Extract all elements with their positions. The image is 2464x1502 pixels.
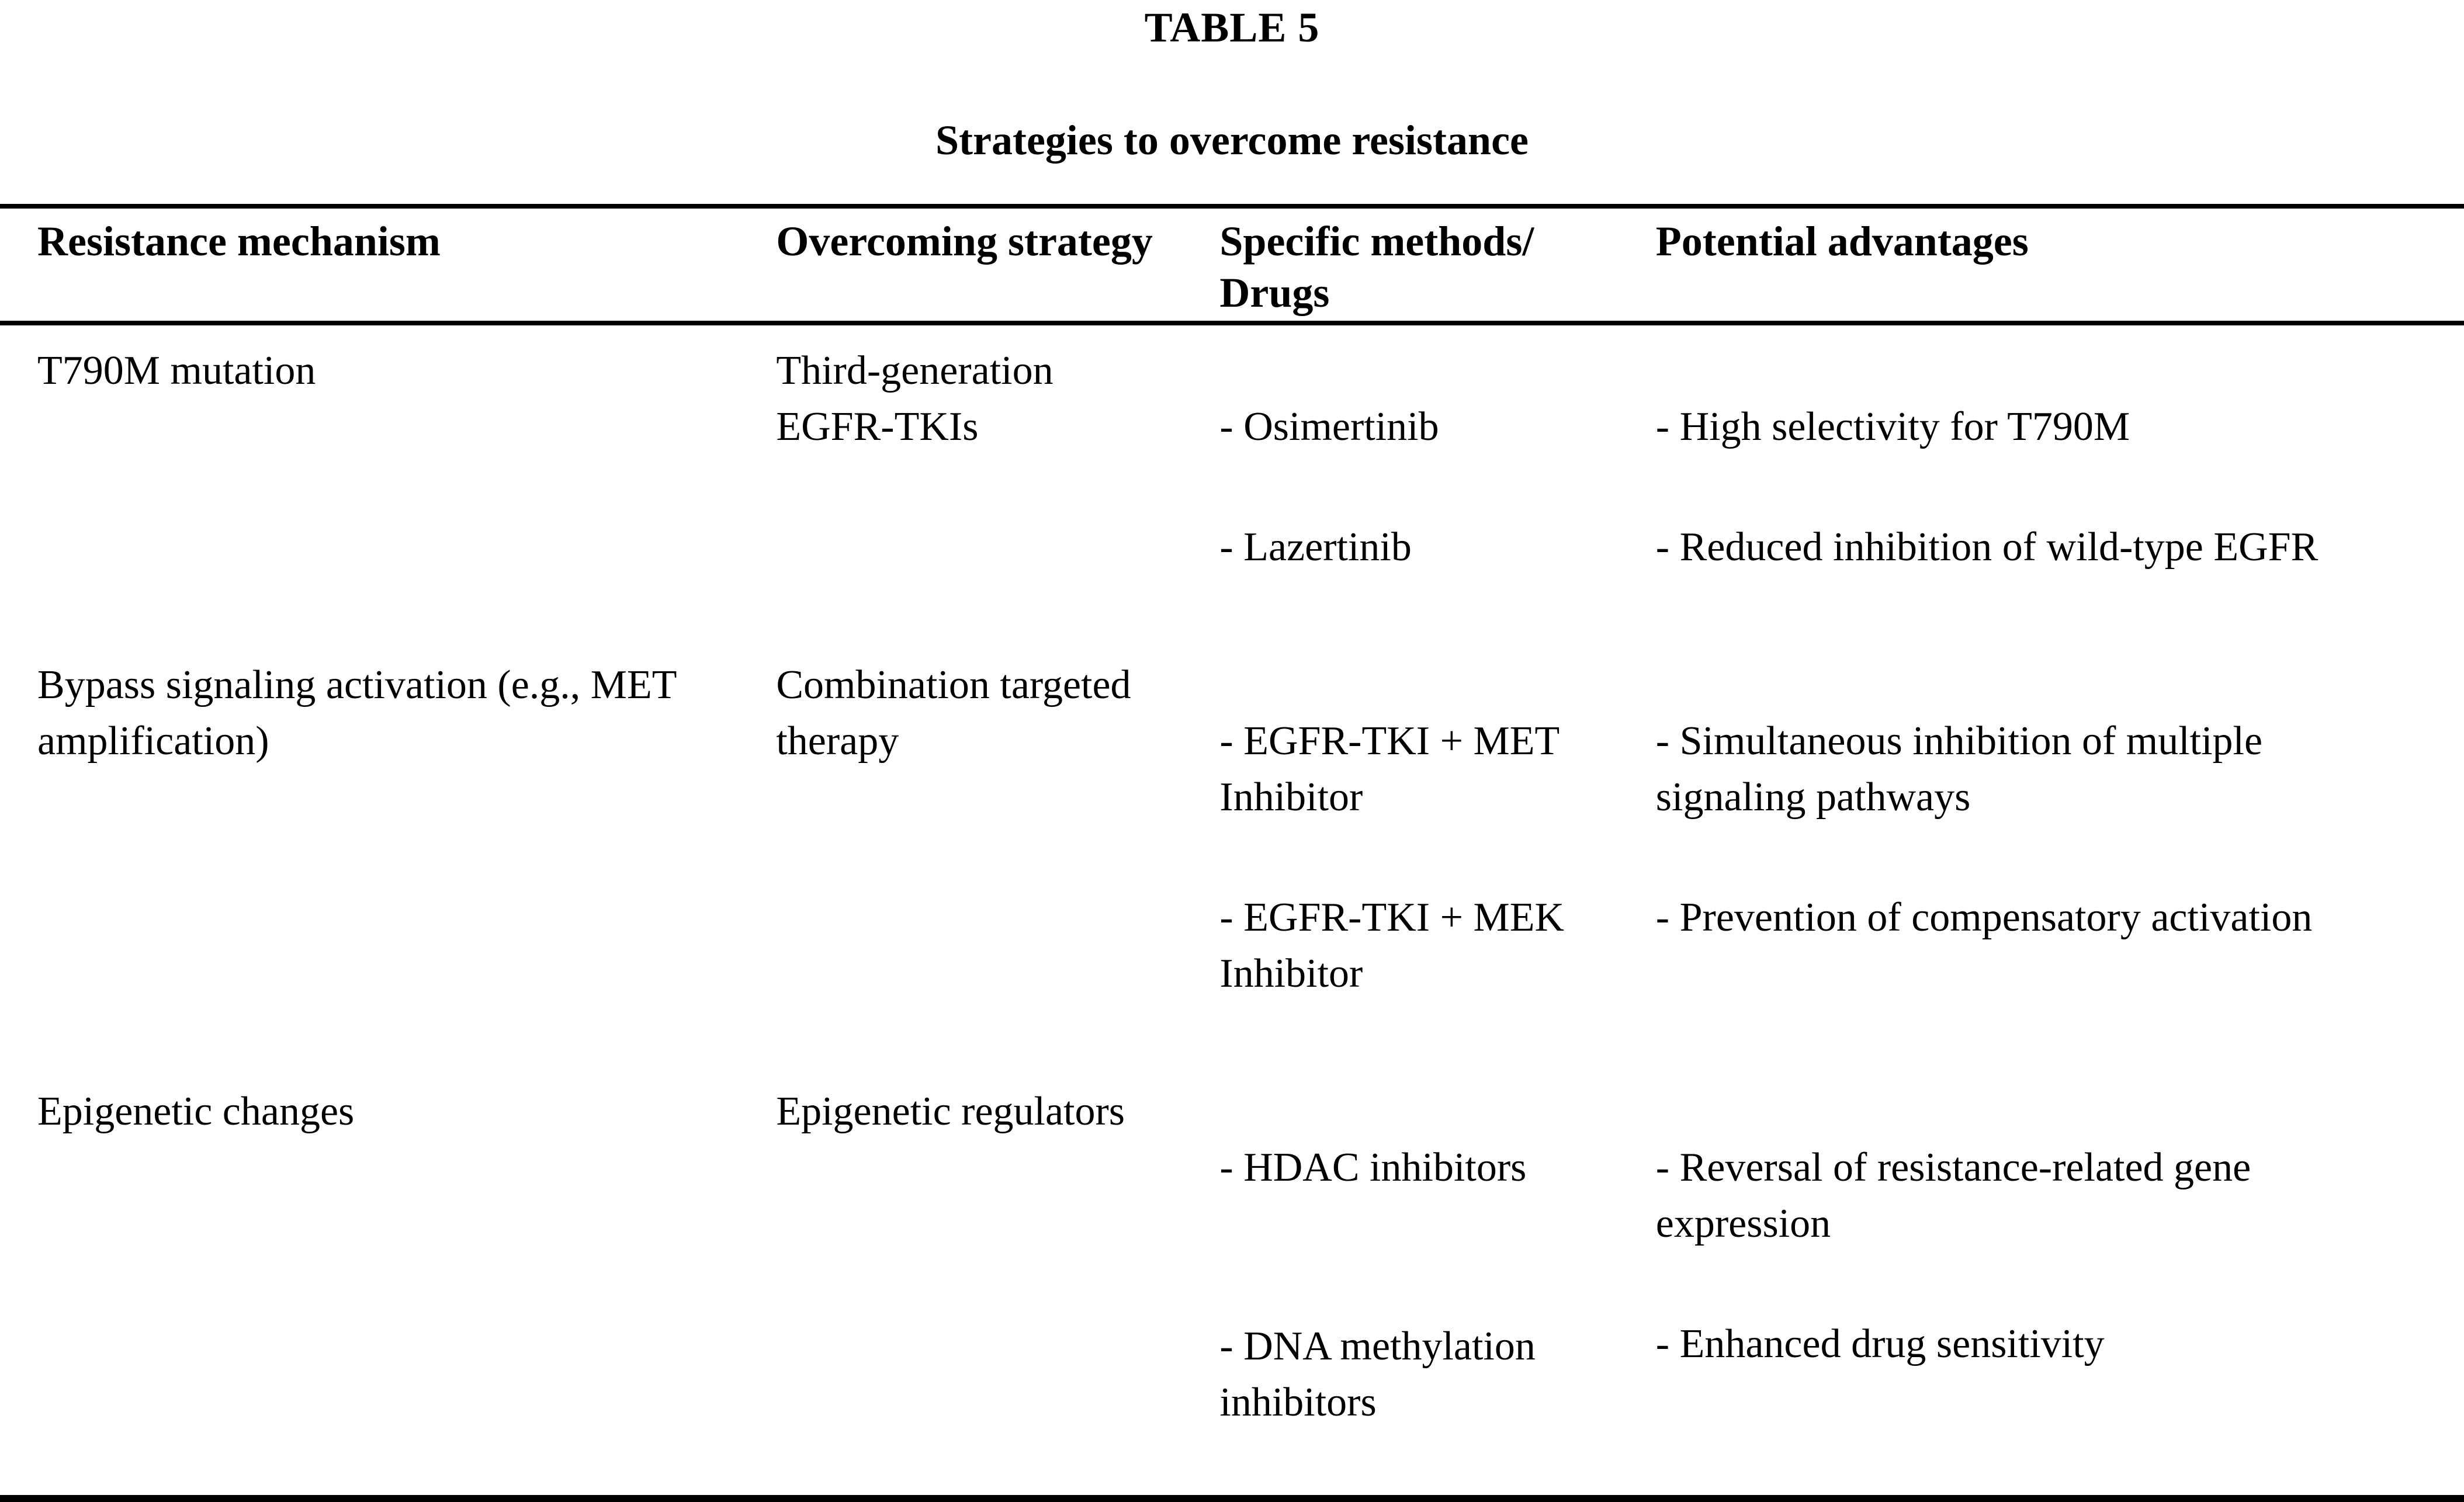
col-header-overcoming-strategy: Overcoming strategy — [776, 206, 1220, 325]
col-header-specific-methods-drugs: Specific methods/ Drugs — [1219, 206, 1656, 325]
cell-resistance-mechanism: T790M mutation — [37, 348, 316, 393]
table-row-bypass-signaling: Bypass signaling activation (e.g., MET a… — [0, 640, 2464, 1066]
table-row-t790m-mutation: T790M mutation Third-generation EGFR-TKI… — [0, 323, 2464, 640]
advantage-item: - High selectivity for T790M — [1655, 404, 2130, 449]
advantage-item: - Simultaneous inhibition of multiple si… — [1655, 719, 2263, 820]
table-label: TABLE 5 — [1144, 4, 1320, 51]
cell-potential-advantages: - High selectivity for T790M - Reduced i… — [1656, 323, 2464, 640]
cell-resistance-mechanism: Bypass signaling activation (e.g., MET a… — [37, 662, 677, 764]
cell-overcoming-strategy: Third-generation EGFR-TKIs — [776, 348, 1053, 449]
col-header-resistance-mechanism: Resistance mechanism — [0, 206, 777, 325]
table-title: Strategies to overcome resistance — [935, 117, 1529, 164]
cell-specific-methods: - HDAC inhibitors - DNA methylation inhi… — [1219, 1066, 1655, 1498]
header-row: Resistance mechanism Overcoming strategy… — [0, 206, 2464, 325]
document-page: TABLE 5 Strategies to overcome resistanc… — [0, 4, 2464, 1502]
cell-potential-advantages: - Simultaneous inhibition of multiple si… — [1656, 640, 2464, 1066]
cell-specific-methods: - Osimertinib - Lazertinib — [1219, 323, 1655, 640]
cell-specific-methods: - EGFR-TKI + MET Inhibitor - EGFR-TKI + … — [1219, 640, 1655, 1066]
cell-overcoming-strategy: Combination targeted therapy — [776, 662, 1131, 764]
resistance-strategies-table: Resistance mechanism Overcoming strategy… — [0, 204, 2464, 1502]
cell-potential-advantages: - Reversal of resistance-related gene ex… — [1656, 1066, 2464, 1498]
cell-resistance-mechanism: Epigenetic changes — [37, 1089, 355, 1134]
table-row-epigenetic-changes: Epigenetic changes Epigenetic regulators… — [0, 1066, 2464, 1498]
col-header-potential-advantages: Potential advantages — [1655, 206, 2464, 325]
method-item: - HDAC inhibitors — [1219, 1145, 1527, 1190]
method-item: - Osimertinib — [1219, 404, 1439, 449]
cell-overcoming-strategy: Epigenetic regulators — [776, 1089, 1125, 1134]
method-item: - Lazertinib — [1219, 525, 1412, 570]
advantage-item: - Prevention of compensatory activation — [1655, 895, 2313, 940]
advantage-item: - Reversal of resistance-related gene ex… — [1655, 1145, 2251, 1246]
advantage-item: - Enhanced drug sensitivity — [1655, 1321, 2105, 1366]
advantage-item: - Reduced inhibition of wild-type EGFR — [1655, 525, 2319, 570]
method-item: - EGFR-TKI + MET Inhibitor — [1219, 719, 1560, 820]
method-item: - DNA methylation inhibitors — [1219, 1324, 1536, 1425]
method-item: - EGFR-TKI + MEK Inhibitor — [1219, 895, 1565, 996]
